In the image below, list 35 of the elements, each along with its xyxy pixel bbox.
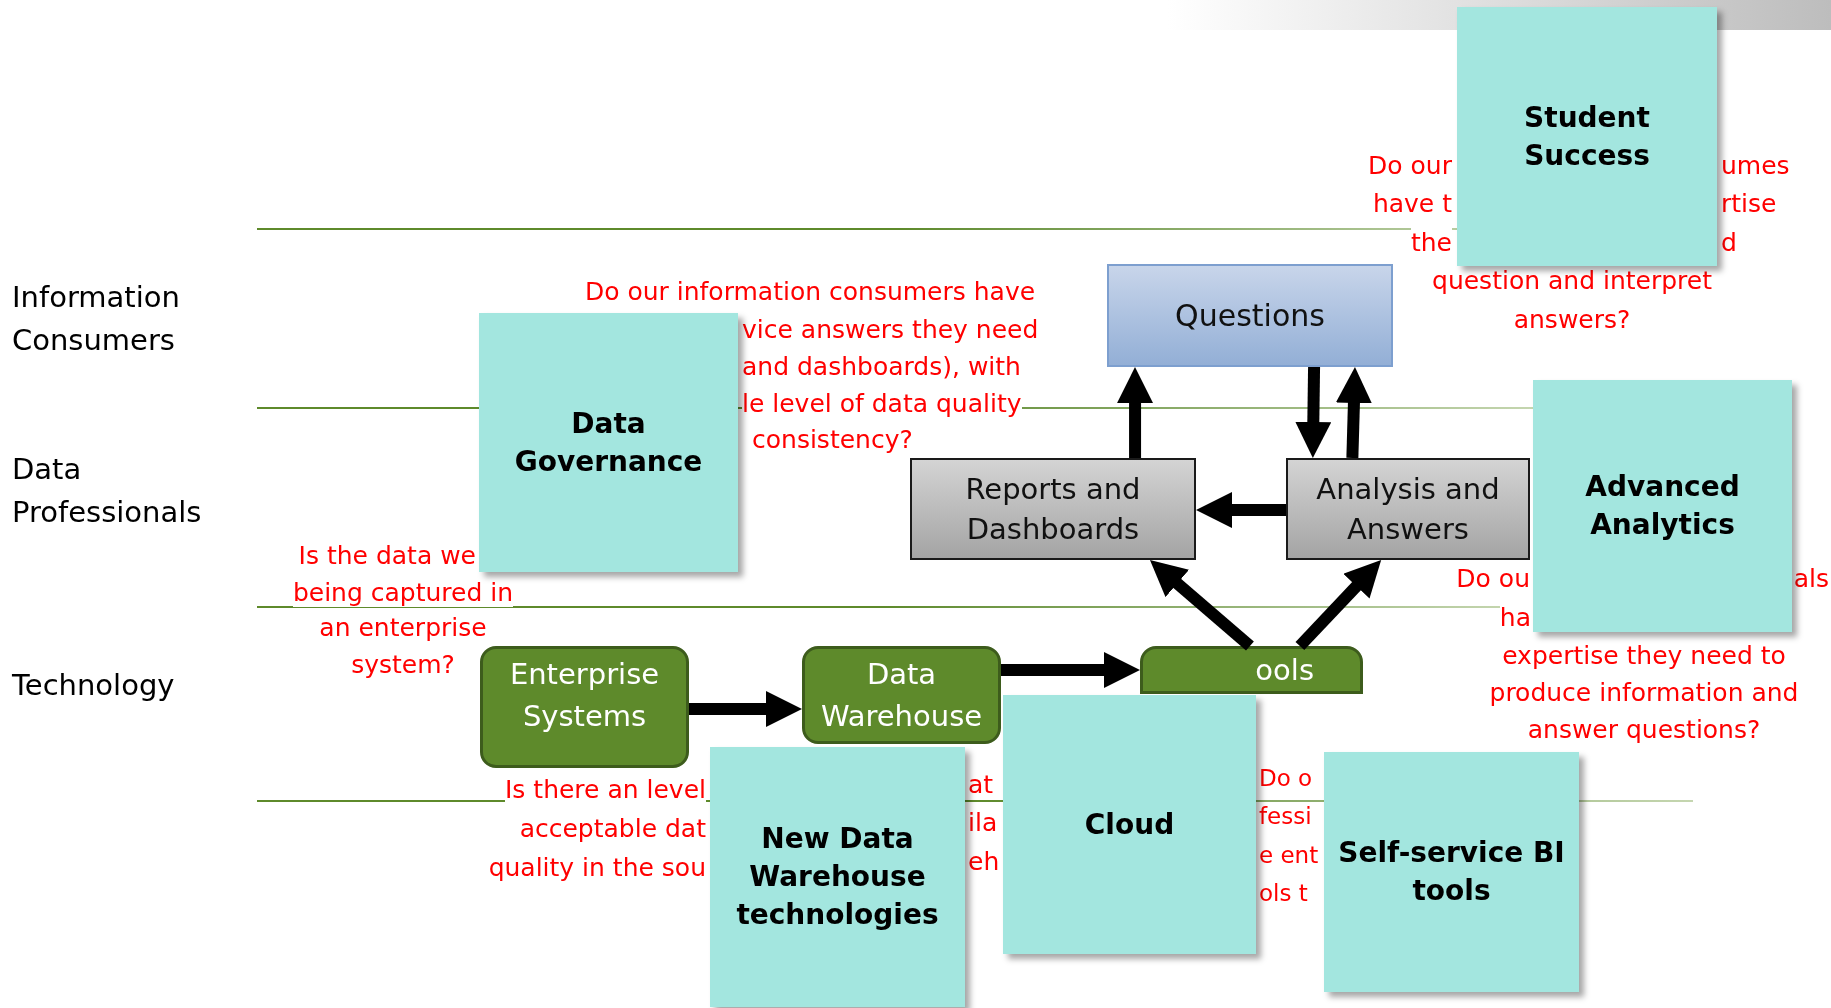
note-label: Advanced Analytics bbox=[1584, 469, 1741, 543]
process-box bbox=[480, 646, 689, 768]
arrow bbox=[1295, 560, 1382, 651]
arrow bbox=[1149, 560, 1254, 651]
sticky-note bbox=[479, 313, 738, 572]
box-label: Analysis and Answers bbox=[1315, 471, 1501, 548]
arrow bbox=[689, 691, 802, 727]
box-label: ools bbox=[1255, 652, 1314, 689]
process-box bbox=[1286, 458, 1530, 560]
arrow bbox=[1117, 367, 1154, 458]
arrow bbox=[1001, 652, 1140, 688]
box-label: Reports and Dashboards bbox=[964, 471, 1142, 548]
sticky-note bbox=[1457, 7, 1717, 266]
box-label: Enterprise Systems bbox=[508, 656, 661, 735]
lane-label: Technology bbox=[12, 667, 176, 704]
lane-label: Information Consumers bbox=[12, 279, 181, 359]
box-label: Data Warehouse bbox=[819, 656, 984, 735]
box-label: Questions bbox=[1175, 296, 1325, 335]
arrow bbox=[1335, 367, 1372, 459]
sticky-note bbox=[1003, 695, 1256, 954]
arrow bbox=[1196, 492, 1286, 528]
process-box bbox=[1107, 264, 1393, 367]
arrow bbox=[1295, 366, 1332, 458]
sticky-note bbox=[1324, 752, 1579, 992]
process-box bbox=[910, 458, 1196, 560]
note-label: New Data Warehouse technologies bbox=[735, 821, 940, 933]
note-label: Data Governance bbox=[513, 405, 704, 480]
note-label: Cloud bbox=[1084, 806, 1175, 843]
note-label: Student Success bbox=[1523, 99, 1651, 174]
process-box bbox=[1140, 646, 1363, 694]
note-label: Self-service BI tools bbox=[1337, 835, 1566, 909]
lane-label: Data Professionals bbox=[12, 451, 203, 531]
process-box bbox=[802, 646, 1001, 744]
sticky-note bbox=[710, 747, 965, 1007]
sticky-note bbox=[1533, 380, 1792, 632]
